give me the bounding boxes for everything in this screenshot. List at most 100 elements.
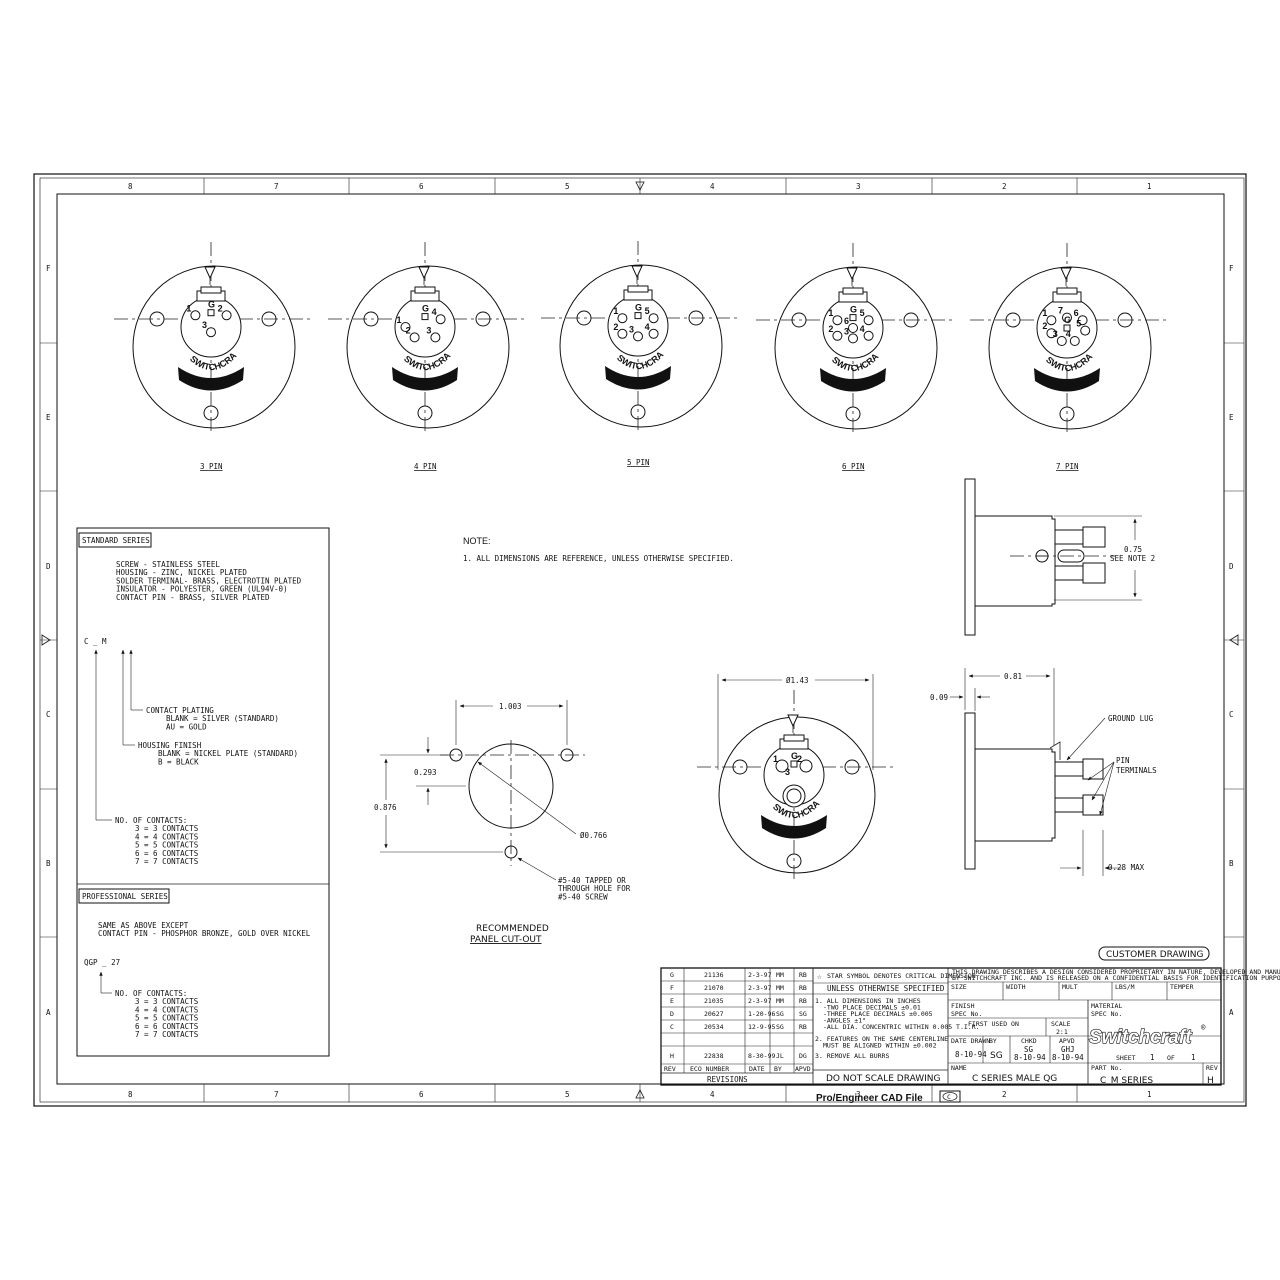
zone-row-left: E: [46, 413, 51, 422]
ground-pin-label: G: [635, 303, 642, 313]
first-used-label: FIRST USED ON: [968, 1020, 1019, 1028]
professional-line: SAME AS ABOVE EXCEPT: [98, 921, 189, 930]
rev-by: JL: [776, 1052, 784, 1060]
width-label: WIDTH: [1006, 983, 1026, 991]
cutout-title: RECOMMENDED: [476, 924, 549, 934]
pin-label: 4: [432, 307, 437, 317]
pin-label: 5: [860, 308, 865, 318]
pin-label: 2: [828, 324, 833, 334]
sheet-number: 1: [1150, 1053, 1155, 1062]
rev-apvd: RB: [799, 997, 807, 1005]
panel-cutout-view: 1.003 0.293 0.876 Ø0.766 #5-40 TAPPED OR…: [374, 700, 631, 945]
date-drawn-label: DATE DRAWN: [951, 1037, 990, 1045]
rev-apvd: RB: [799, 1023, 807, 1031]
pin-label: 1: [397, 315, 402, 325]
material-line: SCREW - STAINLESS STEEL: [116, 560, 220, 569]
tolerance-line: -ALL DIA. CONCENTRIC WITHIN 0.005 T.I.R.: [823, 1023, 980, 1031]
rev-by: MM: [776, 971, 784, 979]
hole-note-line: THROUGH HOLE FOR: [558, 884, 631, 893]
material-line: SOLDER TERMINAL- BRASS, ELECTROTIN PLATE…: [116, 576, 302, 585]
housing-line: B = BLACK: [158, 757, 199, 766]
pin-label: 1: [773, 754, 778, 764]
zone-column-top: 3: [856, 182, 861, 191]
plating-line: AU = GOLD: [166, 722, 207, 731]
pin-label: 1: [828, 308, 833, 318]
tolerance-line: -ANGLES ±1°: [823, 1017, 866, 1025]
eco-number: 21136: [704, 971, 724, 979]
checked-date: 8-10-94: [1014, 1053, 1046, 1062]
material-label: MATERIAL: [1091, 1002, 1122, 1010]
contacts-line: 6 = 6 CONTACTS: [135, 849, 199, 858]
zone-column-bottom: 7: [274, 1090, 279, 1099]
front-diameter-dim: Ø1.43: [786, 676, 809, 685]
zone-row-right: B: [1229, 859, 1234, 868]
see-note-2: SEE NOTE 2: [1110, 554, 1155, 563]
finish-spec-label: SPEC No.: [951, 1010, 982, 1018]
temper-label: TEMPER: [1170, 983, 1194, 991]
eco-number: 21035: [704, 997, 724, 1005]
svg-text:®: ®: [1201, 1023, 1206, 1032]
side-length-dim: 0.81: [1004, 672, 1022, 681]
rev-letter: G: [670, 971, 674, 979]
hole-note-line: #5-40 SCREW: [558, 892, 608, 901]
professional-part-code: QGP _ 27: [84, 958, 120, 967]
of-label: OF: [1167, 1054, 1175, 1062]
pro-contacts-line: 7 = 7 CONTACTS: [135, 1030, 199, 1039]
hole-note-line: #5-40 TAPPED OR: [558, 876, 626, 885]
pro-contacts-line: NO. OF CONTACTS:: [115, 989, 187, 998]
pin-label: 3: [426, 325, 431, 335]
zone-row-left: C: [46, 710, 51, 719]
pro-contacts-line: 4 = 4 CONTACTS: [135, 1005, 199, 1014]
remove-burrs: 3. REMOVE ALL BURRS: [815, 1052, 889, 1060]
lbs-label: LBS/M: [1115, 983, 1135, 991]
zone-column-bottom: 1: [1147, 1090, 1152, 1099]
pin-label: 5: [645, 306, 650, 316]
rev-by: SG: [776, 1023, 784, 1031]
pin-label: 1: [1042, 308, 1047, 318]
side-view-top: 0.75 SEE NOTE 2: [964, 478, 1155, 636]
rev-by: SG: [776, 1010, 784, 1018]
contacts-line: 7 = 7 CONTACTS: [135, 857, 199, 866]
approved-by: GHJ: [1061, 1045, 1075, 1054]
pin-label: 4: [645, 322, 650, 332]
zone-row-left: B: [46, 859, 51, 868]
pin-label: 1: [613, 306, 618, 316]
cad-file-label: Pro/Engineer CAD File: [816, 1093, 923, 1104]
contacts-line: 4 = 4 CONTACTS: [135, 832, 199, 841]
rev-date: 2-3-97: [748, 971, 772, 979]
connector-label: 3 PIN: [200, 462, 223, 471]
eco-number: 21070: [704, 984, 724, 992]
cutout-offset-dim: 0.293: [414, 768, 437, 777]
connector-label: 4 PIN: [414, 462, 437, 471]
rev-date: 12-9-95: [748, 1023, 775, 1031]
connector-face-views: 1G23SWITCHCRAFTSWITCHCRAFT3 PIN1G423SWIT…: [0, 0, 1170, 471]
rev-apvd: SG: [799, 1010, 807, 1018]
zone-column-bottom: 4: [710, 1090, 715, 1099]
general-note: NOTE: 1. ALL DIMENSIONS ARE REFERENCE, U…: [463, 536, 734, 563]
pin-label: 2: [406, 325, 411, 335]
customer-drawing-badge: CUSTOMER DRAWING: [1098, 946, 1210, 961]
name-label: NAME: [951, 1064, 967, 1072]
tolerance-line: 1. ALL DIMENSIONS IN INCHES: [815, 997, 921, 1005]
pin-label: 2: [1042, 321, 1047, 331]
cad-badge: C: [947, 1093, 951, 1101]
material-line: HOUSING - ZINC, NICKEL PLATED: [116, 568, 247, 577]
cutout-diameter-dim: Ø0.766: [580, 831, 608, 840]
pin-label: 4: [1066, 329, 1071, 339]
rev-apvd: RB: [799, 984, 807, 992]
material-spec-box: STANDARD SERIES SCREW - STAINLESS STEELH…: [76, 527, 330, 1057]
eco-number: 20627: [704, 1010, 724, 1018]
svg-text:☆: ☆: [817, 972, 822, 981]
pro-contacts-line: 3 = 3 CONTACTS: [135, 997, 199, 1006]
zone-column-top: 7: [274, 182, 279, 191]
rev-date: 1-20-96: [748, 1010, 775, 1018]
contacts-line: 5 = 5 CONTACTS: [135, 841, 199, 850]
ground-pin-label: G: [791, 751, 798, 761]
note-text: 1. ALL DIMENSIONS ARE REFERENCE, UNLESS …: [463, 554, 734, 563]
star-note: STAR SYMBOL DENOTES CRITICAL DIMENSION: [827, 972, 976, 980]
pin-label: 3: [202, 320, 207, 330]
finish-label: FINISH: [951, 1002, 975, 1010]
unless-specified: UNLESS OTHERWISE SPECIFIED: [827, 984, 945, 993]
standard-series-title: STANDARD SERIES: [82, 536, 150, 545]
